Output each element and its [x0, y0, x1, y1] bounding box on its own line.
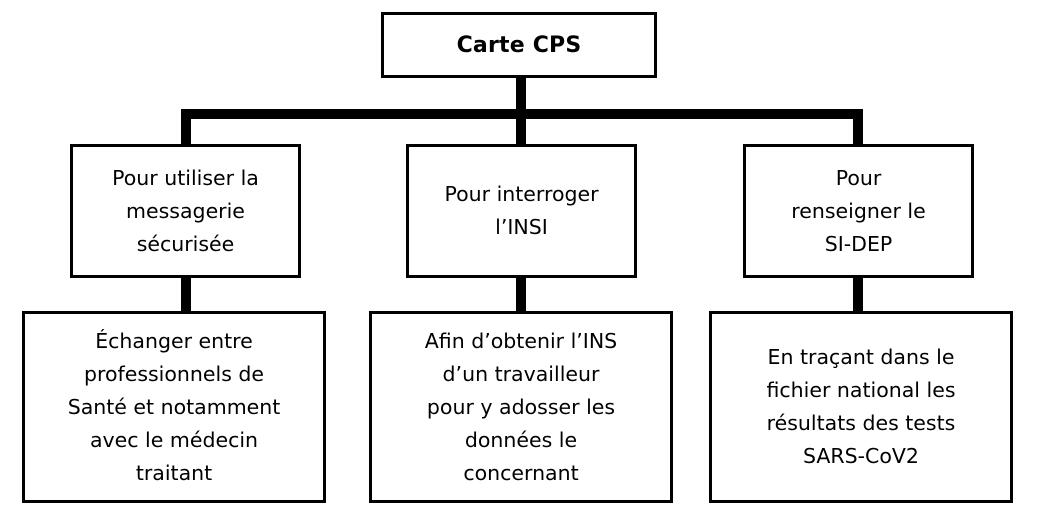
detail-line: avec le médecin — [89, 427, 259, 452]
purpose-node-sidep: Pour renseigner le SI-DEP — [743, 144, 974, 278]
detail-line: En traçant dans le — [767, 345, 955, 369]
root-label: Carte CPS — [456, 32, 582, 58]
detail-line: Afin d’obtenir l’INS — [424, 328, 618, 353]
purpose-line: SI-DEP — [824, 231, 893, 256]
detail-node-sidep: En traçant dans le fichier national les … — [709, 311, 1013, 503]
detail-line: d’un travailleur — [442, 361, 600, 386]
detail-line: données le — [464, 427, 578, 452]
detail-line: traitant — [135, 460, 213, 485]
purpose-line: Pour — [835, 165, 882, 190]
detail-line: Santé et notamment — [67, 394, 281, 419]
purpose-line: Pour utiliser la — [112, 165, 259, 190]
purpose-line: renseigner le — [791, 198, 926, 223]
detail-line: Échanger entre — [95, 328, 253, 353]
detail-node-messaging: Échanger entre professionnels de Santé e… — [22, 311, 326, 503]
purpose-line: Pour interroger — [444, 182, 599, 206]
purpose-node-messaging: Pour utiliser la messagerie sécurisée — [70, 144, 301, 278]
detail-line: résultats des tests — [766, 411, 956, 435]
detail-line: pour y adosser les — [426, 394, 616, 419]
connector-root-down — [516, 76, 526, 113]
detail-line: fichier national les — [766, 378, 956, 402]
purpose-line: sécurisée — [136, 231, 235, 256]
detail-node-insi: Afin d’obtenir l’INS d’un travailleur po… — [369, 311, 673, 503]
connector-branch-2-detail — [516, 276, 526, 313]
detail-line: professionnels de — [83, 361, 265, 386]
connector-branch-3-detail — [853, 276, 863, 313]
connector-to-branch-1 — [181, 109, 191, 147]
connector-branch-1-detail — [181, 276, 191, 313]
detail-line: concernant — [463, 460, 579, 485]
connector-to-branch-3 — [853, 109, 863, 147]
purpose-line: messagerie — [126, 198, 245, 223]
purpose-line: l’INSI — [495, 215, 548, 239]
detail-line: SARS-CoV2 — [802, 444, 919, 468]
root-node: Carte CPS — [381, 12, 657, 78]
connector-to-branch-2 — [516, 109, 526, 147]
purpose-node-insi: Pour interroger l’INSI — [406, 144, 637, 278]
